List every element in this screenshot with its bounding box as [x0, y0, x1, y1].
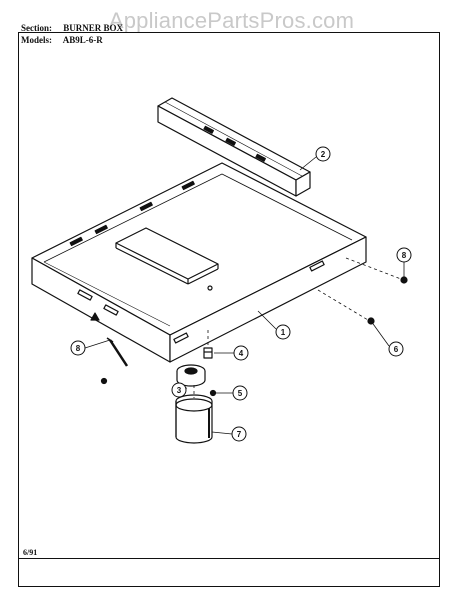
svg-text:7: 7 — [237, 430, 242, 439]
callout-4: 4 — [233, 345, 249, 361]
screw-part-8-left — [100, 337, 129, 385]
callout-7: 7 — [231, 426, 247, 442]
cap-part-3 — [176, 364, 206, 387]
svg-text:8: 8 — [402, 251, 407, 260]
models-value: AB9L-6-R — [62, 35, 103, 45]
svg-text:8: 8 — [76, 344, 81, 353]
models-line: Models: AB9L-6-R — [21, 35, 103, 45]
screw-part-9 — [400, 276, 408, 284]
callout-8-right: 8 — [396, 247, 412, 263]
jar-part-7 — [175, 394, 213, 444]
footer-date: 6/91 — [23, 548, 38, 557]
callout-6: 6 — [388, 341, 404, 357]
svg-text:2: 2 — [321, 150, 326, 159]
burner-box-part-1 — [31, 162, 367, 363]
callout-1: 1 — [275, 324, 291, 340]
diagram-frame — [18, 32, 440, 587]
callout-8-left: 8 — [70, 340, 86, 356]
section-label: Section: — [21, 23, 52, 33]
models-label: Models: — [21, 35, 52, 45]
callout-2: 2 — [315, 146, 331, 162]
svg-text:4: 4 — [239, 349, 244, 358]
callout-5: 5 — [232, 385, 248, 401]
section-line: Section: BURNER BOX — [21, 23, 123, 33]
svg-text:6: 6 — [394, 345, 399, 354]
screw-part-5 — [209, 389, 217, 397]
watermark: AppliancePartsPros.com — [108, 8, 355, 33]
svg-text:5: 5 — [238, 389, 243, 398]
footer-divider — [18, 558, 440, 559]
svg-text:3: 3 — [177, 386, 182, 395]
section-value: BURNER BOX — [63, 23, 124, 33]
bracket-part-2 — [157, 97, 311, 197]
callout-3: 3 — [171, 382, 187, 398]
svg-text:1: 1 — [281, 328, 286, 337]
fitting-part-4 — [203, 347, 213, 359]
